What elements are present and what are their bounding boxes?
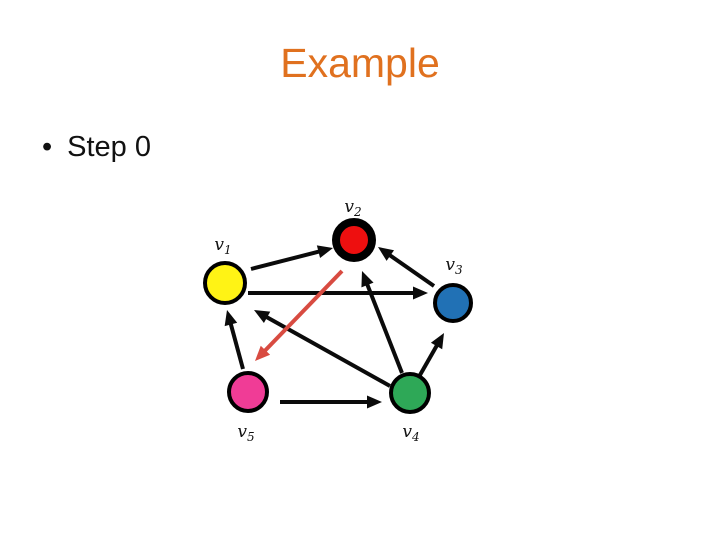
node-v4 [389, 372, 431, 414]
node-v1 [203, 261, 247, 305]
arrowhead-icon-v5-v4 [367, 395, 382, 409]
edge-v4-v3 [418, 342, 440, 376]
arrowhead-icon-v4-v3 [430, 333, 444, 350]
arrowhead-icon-v1-v2 [316, 245, 333, 259]
edge-v4-v2 [364, 281, 404, 374]
edge-v3-v2 [386, 252, 436, 288]
step-label: Step 0 [67, 131, 151, 163]
edge-v1-v2 [250, 249, 322, 271]
node-label-v2: v2 [344, 197, 361, 219]
arrowhead-icon-v5-v1 [224, 310, 238, 327]
node-label-v3: v3 [445, 255, 463, 277]
node-label-v5: v5 [237, 422, 254, 444]
arrowhead-icon-v1-v3 [413, 286, 428, 300]
arrowhead-icon-v2-v5 [255, 345, 271, 361]
edge-v4-v1 [263, 314, 391, 388]
bullet-icon: • [42, 131, 53, 163]
node-label-v1: v1 [214, 235, 231, 257]
arrowhead-icon-v3-v2 [378, 247, 395, 261]
arrowhead-icon-v4-v2 [361, 271, 374, 288]
edge-v2-v5 [261, 269, 344, 354]
node-v2 [332, 218, 376, 262]
slide-title: Example [280, 40, 440, 86]
arrowhead-icon-v4-v1 [254, 310, 271, 323]
bullet-row: • Step 0 [42, 131, 151, 164]
node-v3 [433, 283, 473, 323]
node-v5 [227, 371, 269, 413]
edge-v5-v1 [228, 321, 245, 370]
node-label-v4: v4 [402, 422, 419, 444]
